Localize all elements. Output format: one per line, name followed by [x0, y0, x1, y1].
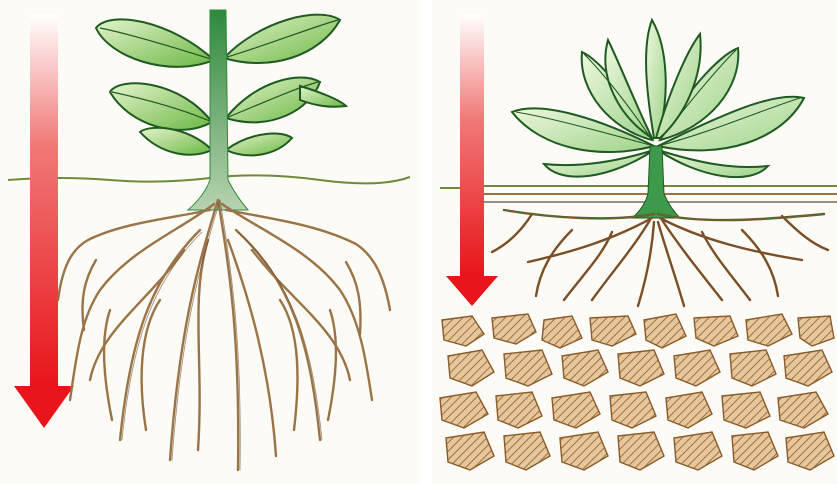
panel-shallow-soil	[432, 0, 837, 484]
panel-deep-soil	[0, 0, 420, 484]
shallow-soil-figure	[432, 0, 837, 484]
deep-soil-figure	[0, 0, 420, 484]
